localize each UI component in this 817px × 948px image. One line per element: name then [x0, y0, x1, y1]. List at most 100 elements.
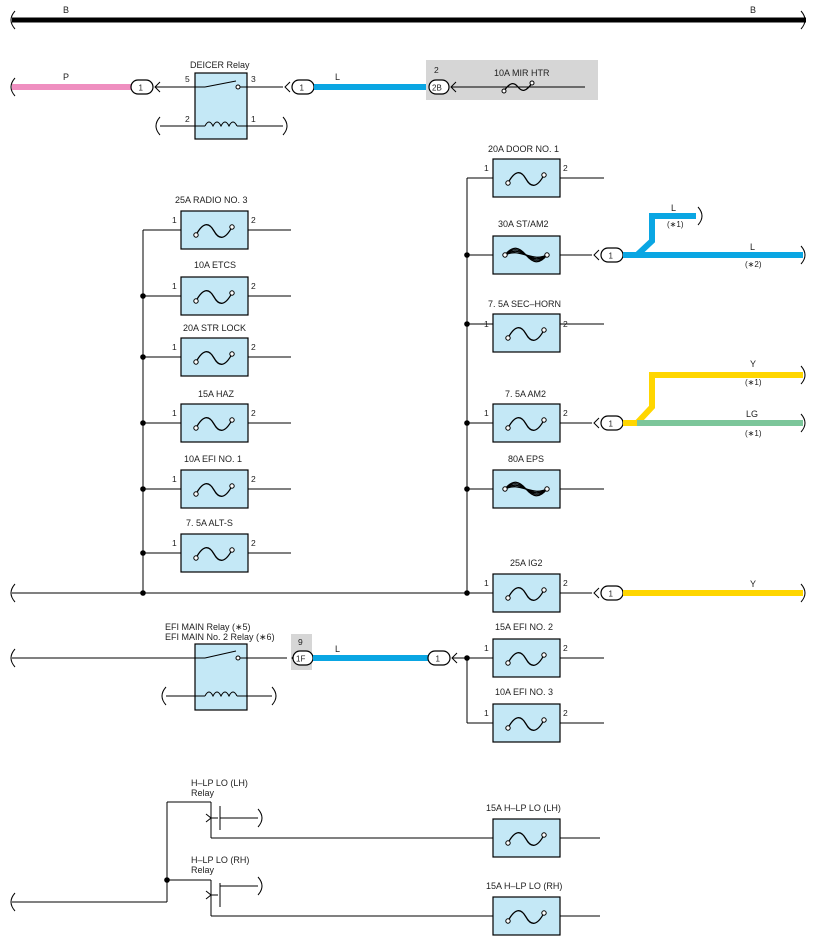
wire-y-am2 [623, 372, 803, 426]
svg-text:2: 2 [563, 319, 568, 329]
svg-text:2: 2 [251, 281, 256, 291]
svg-text:H–LP LO (LH): H–LP LO (LH) [191, 778, 248, 788]
svg-text:2: 2 [251, 474, 256, 484]
svg-text:2: 2 [563, 578, 568, 588]
st-am2-output: 1 L (∗1) L (∗2) [593, 203, 806, 269]
mir-htr-shaded-area [426, 60, 598, 100]
headlamp-circuit: H–LP LO (LH) Relay H–LP LO (RH) Relay 15… [10, 778, 600, 936]
bus-label-right: B [750, 5, 756, 15]
battery-bus: B B [10, 5, 806, 30]
svg-text:2: 2 [185, 114, 190, 124]
ig2-output: 1 Y [593, 579, 806, 603]
svg-text:1: 1 [484, 408, 489, 418]
relay-h-lp-lo-rh: H–LP LO (RH) Relay [191, 855, 493, 917]
fuse-eps: 80A EPS [467, 454, 604, 509]
svg-text:1: 1 [609, 420, 614, 429]
svg-text:2: 2 [563, 708, 568, 718]
bus-label-left: B [63, 5, 69, 15]
svg-text:15A H–LP LO (LH): 15A H–LP LO (LH) [486, 803, 561, 813]
svg-text:15A HAZ: 15A HAZ [198, 389, 235, 399]
svg-text:15A H–LP LO (RH): 15A H–LP LO (RH) [486, 881, 562, 891]
svg-text:(∗2): (∗2) [745, 260, 762, 269]
svg-text:1: 1 [300, 84, 305, 93]
fuse-efi-no1: 10A EFI NO. 1 1 2 [143, 454, 291, 509]
svg-text:EFI MAIN No. 2 Relay (∗6): EFI MAIN No. 2 Relay (∗6) [165, 632, 275, 642]
fuse-h-lp-lo-lh: 15A H–LP LO (LH) [486, 803, 600, 858]
fuse-h-lp-lo-rh: 15A H–LP LO (RH) [486, 881, 600, 936]
svg-text:25A IG2: 25A IG2 [510, 558, 543, 568]
svg-text:2: 2 [251, 538, 256, 548]
fuse-alt-s: 7. 5A ALT-S 1 2 [143, 518, 291, 573]
efi-main-circuit: EFI MAIN Relay (∗5) EFI MAIN No. 2 Relay… [10, 622, 604, 743]
svg-text:1: 1 [172, 538, 177, 548]
svg-text:L: L [671, 203, 676, 213]
svg-text:1: 1 [484, 163, 489, 173]
svg-text:L: L [750, 242, 755, 252]
fuse-radio-no3: 25A RADIO NO. 3 1 2 [143, 195, 291, 250]
fuse-efi-no2: 15A EFI NO. 2 1 2 [484, 622, 604, 678]
svg-text:1: 1 [609, 252, 614, 261]
deicer-in-connector [130, 79, 154, 95]
svg-text:30A ST/AM2: 30A ST/AM2 [498, 219, 549, 229]
fuse-ig2: 25A IG2 1 2 [484, 558, 592, 613]
svg-text:9: 9 [298, 637, 303, 647]
svg-text:L: L [335, 644, 340, 654]
svg-text:2: 2 [563, 408, 568, 418]
connector-2b [428, 79, 450, 95]
svg-text:Y: Y [750, 359, 756, 369]
svg-text:1: 1 [172, 342, 177, 352]
svg-text:25A RADIO NO. 3: 25A RADIO NO. 3 [175, 195, 248, 205]
svg-text:L: L [335, 72, 340, 82]
svg-text:5: 5 [185, 74, 190, 84]
svg-text:10A EFI NO. 3: 10A EFI NO. 3 [495, 687, 553, 697]
svg-text:7. 5A SEC–HORN: 7. 5A SEC–HORN [488, 299, 561, 309]
svg-text:1F: 1F [296, 655, 305, 664]
efi-main-relay [194, 643, 248, 711]
svg-text:1: 1 [139, 84, 144, 93]
svg-text:20A STR LOCK: 20A STR LOCK [183, 323, 246, 333]
wire-l-upper [623, 213, 696, 258]
svg-text:7. 5A AM2: 7. 5A AM2 [505, 389, 546, 399]
svg-text:2: 2 [251, 215, 256, 225]
fuse-efi-no3: 10A EFI NO. 3 1 2 [484, 687, 604, 743]
svg-text:(∗1): (∗1) [745, 378, 762, 387]
svg-text:2: 2 [563, 643, 568, 653]
fuse-door-no1: 20A DOOR NO. 1 1 2 [467, 144, 604, 198]
svg-text:80A EPS: 80A EPS [508, 454, 544, 464]
fuse-am2: 7. 5A AM2 1 2 [467, 389, 592, 443]
svg-text:2: 2 [251, 408, 256, 418]
svg-text:Y: Y [750, 579, 756, 589]
svg-text:1: 1 [436, 655, 441, 664]
svg-text:7. 5A ALT-S: 7. 5A ALT-S [186, 518, 233, 528]
svg-text:1: 1 [172, 281, 177, 291]
svg-text:LG: LG [746, 409, 758, 419]
svg-text:1: 1 [172, 474, 177, 484]
svg-text:10A ETCS: 10A ETCS [194, 260, 236, 270]
svg-text:1: 1 [172, 215, 177, 225]
svg-text:H–LP LO (RH): H–LP LO (RH) [191, 855, 249, 865]
svg-text:Relay: Relay [191, 788, 215, 798]
svg-text:20A DOOR NO. 1: 20A DOOR NO. 1 [488, 144, 559, 154]
svg-text:1: 1 [172, 408, 177, 418]
svg-text:2: 2 [434, 65, 439, 75]
mir-htr-fuse [501, 80, 535, 94]
svg-text:1: 1 [484, 708, 489, 718]
efi-connector [427, 650, 451, 666]
mir-htr-fuse-label: 10A MIR HTR [494, 68, 550, 78]
deicer-relay-label: DEICER Relay [190, 60, 250, 70]
fuse-etcs: 10A ETCS 1 2 [143, 260, 291, 316]
svg-text:1: 1 [609, 590, 614, 599]
svg-text:1: 1 [484, 643, 489, 653]
am2-output: 1 Y (∗1) LG (∗1) [593, 359, 806, 438]
ig2-bus [10, 583, 493, 603]
svg-text:1: 1 [251, 114, 256, 124]
svg-text:3: 3 [251, 74, 256, 84]
fuse-str-lock: 20A STR LOCK 1 2 [143, 323, 291, 377]
fuse-haz: 15A HAZ 1 2 [143, 389, 291, 443]
wire-p-label: P [63, 72, 69, 82]
svg-text:Relay: Relay [191, 865, 215, 875]
svg-text:(∗1): (∗1) [667, 220, 684, 229]
svg-text:EFI MAIN Relay (∗5): EFI MAIN Relay (∗5) [165, 622, 251, 632]
svg-text:1: 1 [484, 319, 489, 329]
